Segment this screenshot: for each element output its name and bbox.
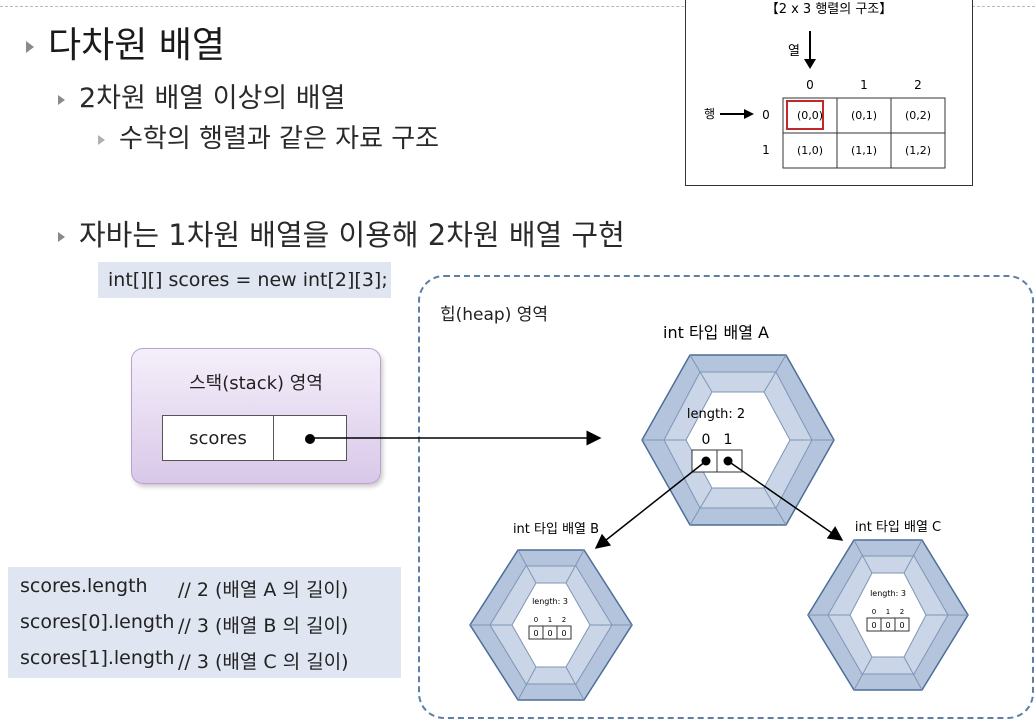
col-label: 열	[788, 44, 800, 59]
array-a-index: 0	[702, 432, 711, 448]
array-b-label: int 타입 배열 B	[513, 522, 599, 537]
array-c-index: 0	[872, 608, 876, 616]
array-a-hexagon	[641, 354, 835, 526]
reference-dot-icon	[305, 434, 315, 444]
matrix-cell: (1,2)	[905, 144, 931, 157]
matrix-title: 【2 x 3 행렬의 구조】	[766, 1, 893, 17]
stack-title: 스택(stack) 영역	[189, 373, 323, 394]
col-arrow-head-icon	[804, 59, 816, 69]
array-a-to-b-arrow-icon	[594, 460, 707, 549]
array-c-label: int 타입 배열 C	[855, 520, 941, 535]
matrix-svg: 【2 x 3 행렬의 구조】 열 0 1 2 행 0 1 (0,0) (0,1)…	[704, 1, 946, 169]
length-expr: scores[1].length	[20, 647, 175, 669]
bullet-item: 자바는 1차원 배열을 이용해 2차원 배열 구현	[58, 212, 625, 254]
array-b-index: 2	[562, 616, 566, 624]
slide-title: 다차원 배열	[26, 16, 225, 68]
array-c-hexagon	[807, 539, 969, 691]
array-c-index: 2	[900, 608, 904, 616]
matrix-cell: (0,0)	[797, 109, 823, 122]
array-b-index: 0	[534, 616, 538, 624]
array-b-value: 0	[547, 629, 552, 638]
matrix-cell: (0,1)	[851, 109, 877, 122]
array-a-to-c-arrow-icon	[727, 460, 844, 541]
row-arrow-head-icon	[744, 109, 754, 119]
bullet-icon	[58, 94, 65, 105]
sub-bullet-item: 수학의 행렬과 같은 자료 구조	[98, 118, 439, 155]
col-index: 0	[806, 78, 814, 92]
array-c-cells	[866, 617, 910, 632]
length-examples: scores.length // 2 (배열 A 의 길이) scores[0]…	[8, 567, 401, 678]
matrix-cell: (0,2)	[905, 109, 931, 122]
array-c-value: 0	[885, 621, 890, 630]
heap-title: 힙(heap) 영역	[440, 305, 549, 325]
top-divider	[0, 6, 1035, 7]
array-b-value: 0	[533, 629, 538, 638]
array-c-value: 0	[871, 621, 876, 630]
array-a-length: length: 2	[687, 407, 745, 422]
col-index: 2	[914, 78, 922, 92]
row-index: 0	[762, 108, 770, 122]
length-comment: // 3 (배열 B 의 길이)	[178, 615, 349, 637]
array-c-length: length: 3	[870, 589, 906, 598]
length-expr: scores[0].length	[20, 611, 175, 633]
array-c-value: 0	[899, 621, 904, 630]
stack-area: 스택(stack) 영역 scores	[131, 348, 381, 484]
array-b-hexagon	[469, 549, 633, 701]
array-a-label: int 타입 배열 A	[663, 323, 769, 342]
array-b-index: 1	[548, 616, 552, 624]
col-index: 1	[860, 78, 868, 92]
length-comment: // 2 (배열 A 의 길이)	[178, 579, 349, 601]
array-c-index: 1	[886, 608, 890, 616]
matrix-cell: (1,0)	[797, 144, 823, 157]
matrix-diagram: 【2 x 3 행렬의 구조】 열 0 1 2 행 0 1 (0,0) (0,1)…	[685, 0, 973, 186]
code-snippet: int[][] scores = new int[2][3];	[98, 262, 391, 298]
bullet-item: 2차원 배열 이상의 배열	[58, 76, 346, 115]
array-a-index: 1	[724, 432, 733, 448]
highlight-box	[786, 100, 824, 130]
matrix-cell: (1,1)	[851, 144, 877, 157]
array-b-length: length: 3	[532, 597, 568, 606]
length-comment: // 3 (배열 C 의 길이)	[178, 651, 349, 673]
bullet-icon	[98, 134, 105, 145]
row-label: 행	[704, 106, 715, 121]
row-index: 1	[762, 143, 770, 157]
array-b-cells	[528, 625, 572, 640]
stack-var-name: scores	[162, 415, 274, 461]
bullet-icon	[26, 41, 34, 53]
length-expr: scores.length	[20, 575, 148, 597]
array-b-value: 0	[561, 629, 566, 638]
bullet-icon	[58, 232, 65, 242]
